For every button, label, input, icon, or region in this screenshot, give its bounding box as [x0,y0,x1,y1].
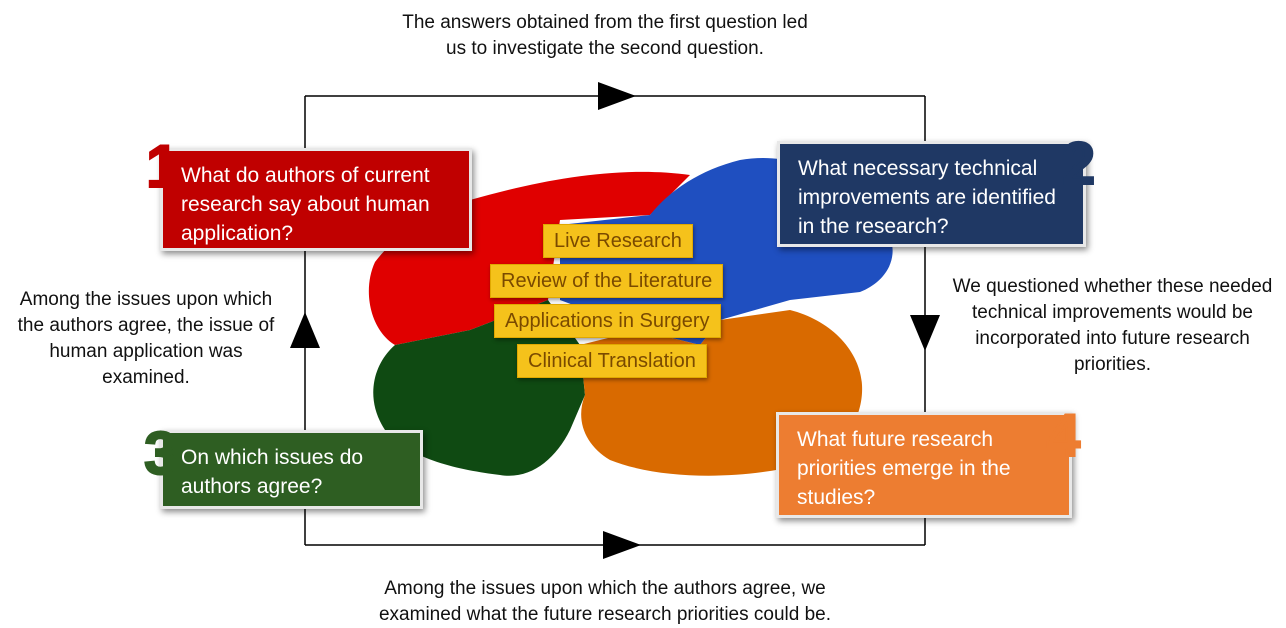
question-text: What future research priorities emerge i… [797,428,1011,509]
green-blob [373,300,585,476]
center-label-live-research: Live Research [543,224,693,258]
question-box-4: What future research priorities emerge i… [776,412,1072,518]
arrow-right-bottom-icon [603,531,641,559]
caption-left: Among the issues upon which the authors … [17,289,275,388]
question-number: 2 [1061,130,1096,197]
caption-top: The answers obtained from the first ques… [402,12,808,59]
center-label-review-literature: Review of the Literature [490,264,724,298]
arrow-right-top-icon [598,82,636,110]
question-text: What do authors of current research say … [181,164,430,245]
question-number: 1 [145,133,180,200]
caption-right: We questioned whether these needed techn… [952,276,1273,375]
caption-bottom: Among the issues upon which the authors … [378,578,832,625]
question-number: 3 [143,420,178,487]
question-box-3: On which issues do authors agree? [160,430,423,509]
center-label-applications-surgery: Applications in Surgery [494,304,721,338]
question-text: What necessary technical improvements ar… [798,157,1056,238]
question-number: 4 [1046,402,1081,469]
question-box-2: What necessary technical improvements ar… [777,141,1086,247]
question-box-1: What do authors of current research say … [160,148,472,251]
arrow-down-right-icon [910,315,940,351]
question-text: On which issues do authors agree? [181,446,364,498]
arrow-up-left-icon [290,312,320,348]
center-label-clinical-translation: Clinical Translation [517,344,707,378]
